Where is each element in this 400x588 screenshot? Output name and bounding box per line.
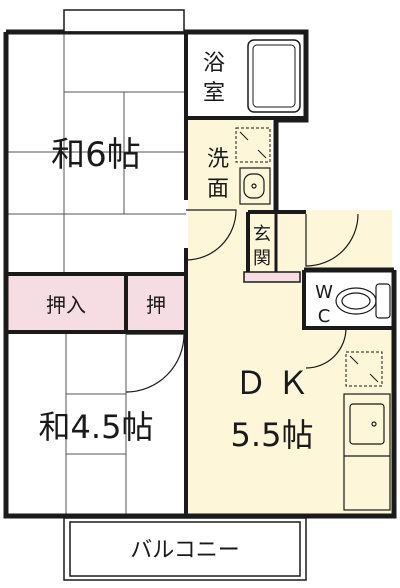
label-toilet-1: W [315, 282, 333, 303]
room-toilet [304, 272, 392, 328]
label-washitsu-6: 和6帖 [51, 135, 141, 175]
label-balcony: バルコニー [130, 538, 240, 563]
room-oshiire-right [128, 276, 186, 330]
tatami-lines-45 [65, 334, 127, 514]
wash-basin-icon [239, 167, 271, 205]
window-top [63, 9, 185, 33]
kitchen-counter-icon [343, 393, 391, 511]
label-entrance-1: 玄 [253, 224, 271, 245]
room-oshiire-left [8, 276, 124, 330]
label-washroom-2: 面 [207, 177, 229, 202]
label-washitsu-45: 和4.5帖 [39, 408, 154, 446]
room-washitsu-45 [8, 334, 186, 514]
label-toilet-2: C [318, 306, 331, 327]
fridge-space-icon [345, 351, 383, 387]
label-bath-1: 浴 [203, 51, 225, 76]
walls [3, 29, 397, 519]
balcony [63, 517, 307, 581]
door-swings [125, 209, 359, 393]
label-oshiire-right: 押 [146, 293, 166, 317]
label-entrance-2: 関 [253, 248, 271, 269]
label-dk-2: 5.5帖 [231, 416, 314, 454]
room-entrance [250, 214, 296, 276]
bathtub-icon [247, 39, 301, 113]
label-dk-1: Ｄ Ｋ [235, 364, 309, 402]
toilet-icon [335, 283, 391, 319]
label-oshiire-left: 押入 [46, 293, 86, 317]
entrance-step [243, 271, 301, 283]
room-bath [188, 34, 304, 118]
label-bath-2: 室 [203, 81, 225, 106]
room-washitsu-6 [8, 34, 186, 272]
label-washroom-1: 洗 [207, 147, 229, 172]
tatami-lines-6 [8, 34, 186, 272]
washing-machine-space-icon [235, 127, 271, 163]
room-washroom [188, 120, 272, 210]
